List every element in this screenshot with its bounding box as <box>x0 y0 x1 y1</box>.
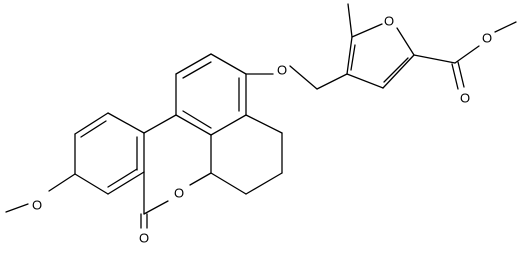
bond <box>182 110 212 129</box>
bond <box>48 173 76 192</box>
ring-d <box>210 114 283 195</box>
bond <box>74 173 109 195</box>
bond <box>143 200 169 215</box>
bond <box>494 21 517 33</box>
ester-group <box>413 21 517 90</box>
carbonyl <box>140 213 148 229</box>
bond <box>182 61 212 79</box>
bond <box>451 63 459 90</box>
methoxy-group <box>5 173 76 213</box>
bond <box>175 114 212 136</box>
bond <box>74 112 109 135</box>
ester-single-oxygen-label: O <box>482 31 492 46</box>
bond <box>346 73 384 89</box>
ring-a <box>74 112 177 195</box>
ring-b <box>143 114 247 215</box>
ring-c <box>175 53 247 136</box>
bond <box>189 172 212 186</box>
bond <box>175 53 212 75</box>
bond <box>80 120 107 138</box>
ether-linkage <box>245 65 348 90</box>
furan-oxygen-label: O <box>384 14 394 29</box>
bond <box>210 114 247 136</box>
bond <box>413 54 456 64</box>
bond <box>210 172 247 195</box>
bond <box>210 53 247 75</box>
methoxy-oxygen-label: O <box>32 198 42 213</box>
furan-ring <box>346 23 415 89</box>
bond <box>245 172 283 195</box>
ether-oxygen-label: O <box>277 63 287 78</box>
bond <box>454 45 480 64</box>
bond <box>143 114 177 134</box>
carbonyl-oxygen-label: O <box>139 231 149 246</box>
ring-oxygen-label: O <box>174 186 184 201</box>
bond <box>350 44 356 71</box>
bond <box>351 23 383 38</box>
bond <box>245 114 283 134</box>
bond <box>396 27 415 56</box>
bond <box>457 61 465 88</box>
bond <box>346 36 353 75</box>
bond <box>347 3 353 38</box>
ester-carbonyl-oxygen-label: O <box>460 91 470 106</box>
furan-methyl <box>347 3 353 38</box>
bond <box>289 65 318 90</box>
bond <box>107 112 145 134</box>
bond <box>107 171 145 195</box>
bond <box>107 168 138 188</box>
atom-labels: O O O O O O O <box>32 14 492 246</box>
bond <box>316 73 348 90</box>
bond <box>5 203 29 213</box>
bond <box>383 57 409 83</box>
bond <box>382 54 415 89</box>
